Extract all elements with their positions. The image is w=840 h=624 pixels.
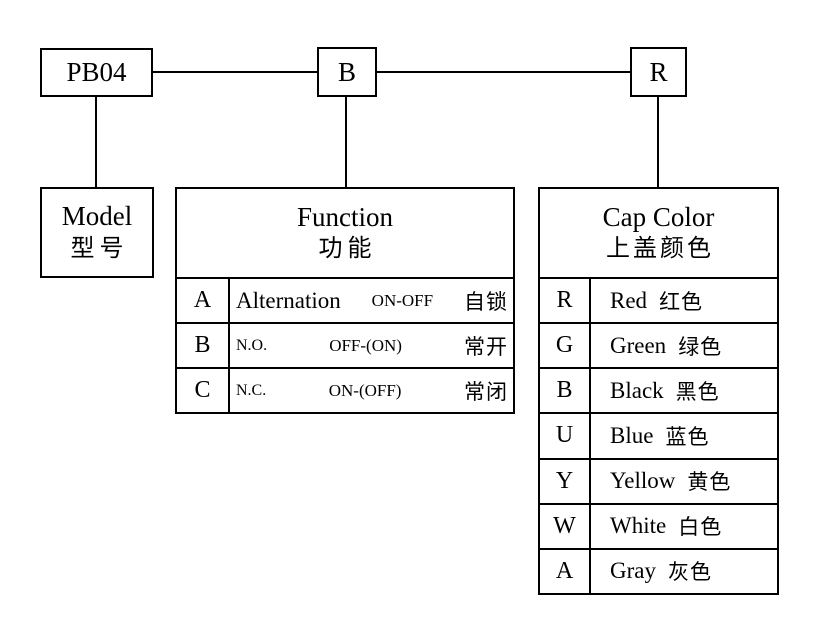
- function-row-b: B N.O. OFF-(ON) 常开: [177, 322, 513, 367]
- cap-color-row-u: U Blue 蓝色: [540, 412, 777, 458]
- function-title-en: Function: [296, 201, 393, 232]
- connector-line-vertical: [657, 96, 659, 188]
- color-code-label: R: [649, 56, 668, 87]
- function-row-description: Alternation ON-OFF 自锁: [230, 279, 513, 322]
- cap-color-row-name: Gray 灰色: [591, 550, 777, 593]
- cap-color-row-name: Green 绿色: [591, 324, 777, 367]
- function-code-box: B: [317, 47, 377, 97]
- cap-color-row-g: G Green 绿色: [540, 322, 777, 368]
- cap-color-row-name: Yellow 黄色: [591, 460, 777, 503]
- cap-color-name-zh: 绿色: [678, 334, 723, 359]
- function-row-description: N.C. ON-(OFF) 常闭: [230, 369, 513, 412]
- function-desc-en: N.C.: [236, 381, 267, 399]
- cap-color-row-code: Y: [540, 459, 591, 503]
- function-row-description: N.O. OFF-(ON) 常开: [230, 324, 513, 367]
- cap-color-name-zh: 黄色: [687, 470, 732, 495]
- cap-color-table: Cap Color 上盖颜色 R Red 红色 G Green 绿色 B Bla…: [538, 187, 779, 595]
- function-title-zh: 功能: [318, 236, 377, 263]
- cap-color-row-code: R: [540, 279, 591, 323]
- function-row-a: A Alternation ON-OFF 自锁: [177, 277, 513, 322]
- cap-color-row-code: B: [540, 369, 591, 413]
- cap-color-row-w: W White 白色: [540, 502, 777, 548]
- function-row-code: A: [177, 279, 230, 322]
- cap-color-name-zh: 蓝色: [665, 424, 710, 449]
- function-desc-zh: 自锁: [464, 289, 508, 314]
- cap-color-row-code: G: [540, 324, 591, 368]
- cap-color-name-en: Gray: [610, 558, 656, 584]
- function-desc-en: N.O.: [236, 336, 268, 354]
- model-title-zh: 型号: [70, 235, 129, 262]
- color-code-box: R: [630, 47, 687, 97]
- cap-color-row-a: A Gray 灰色: [540, 547, 777, 593]
- cap-color-row-y: Y Yellow 黄色: [540, 457, 777, 503]
- function-desc-en: Alternation: [236, 287, 341, 313]
- function-code-label: B: [337, 56, 356, 87]
- cap-color-name-en: Green: [610, 332, 667, 358]
- cap-color-title-en: Cap Color: [602, 201, 715, 232]
- cap-color-row-b: B Black 黑色: [540, 367, 777, 413]
- cap-color-name-en: Blue: [610, 422, 654, 448]
- model-legend-box: Model 型号: [40, 187, 154, 278]
- connector-line-horizontal: [152, 71, 318, 73]
- cap-color-table-header: Cap Color 上盖颜色: [540, 189, 777, 277]
- function-desc-zh: 常开: [464, 334, 508, 359]
- cap-color-row-name: Black 黑色: [591, 369, 777, 412]
- cap-color-name-zh: 黑色: [675, 379, 720, 404]
- model-title-en: Model: [61, 201, 133, 232]
- cap-color-name-zh: 灰色: [667, 560, 712, 585]
- connector-line-vertical: [95, 96, 97, 188]
- cap-color-row-r: R Red 红色: [540, 277, 777, 323]
- cap-color-name-en: Black: [610, 377, 664, 403]
- function-row-code: B: [177, 324, 230, 367]
- cap-color-name-en: Red: [610, 287, 648, 313]
- cap-color-name-zh: 白色: [678, 515, 723, 540]
- cap-color-row-name: White 白色: [591, 505, 777, 548]
- cap-color-name-en: Yellow: [610, 468, 676, 494]
- connector-line-horizontal: [376, 71, 631, 73]
- cap-color-row-code: A: [540, 549, 591, 593]
- cap-color-title-zh: 上盖颜色: [606, 236, 714, 263]
- function-desc-switch: ON-OFF: [371, 290, 434, 310]
- function-table: Function 功能 A Alternation ON-OFF 自锁 B N.…: [175, 187, 515, 414]
- function-table-header: Function 功能: [177, 189, 513, 277]
- function-desc-switch: ON-(OFF): [328, 380, 402, 400]
- model-code-box: PB04: [40, 48, 153, 97]
- function-row-c: C N.C. ON-(OFF) 常闭: [177, 367, 513, 412]
- cap-color-row-name: Blue 蓝色: [591, 414, 777, 457]
- function-row-code: C: [177, 369, 230, 412]
- cap-color-row-code: W: [540, 504, 591, 548]
- cap-color-name-en: White: [610, 513, 667, 539]
- function-desc-zh: 常闭: [464, 379, 508, 404]
- cap-color-row-code: U: [540, 414, 591, 458]
- model-code-label: PB04: [66, 57, 127, 87]
- connector-line-vertical: [345, 96, 347, 188]
- function-desc-switch: OFF-(ON): [329, 335, 402, 355]
- cap-color-name-zh: 红色: [659, 289, 704, 314]
- cap-color-row-name: Red 红色: [591, 279, 777, 322]
